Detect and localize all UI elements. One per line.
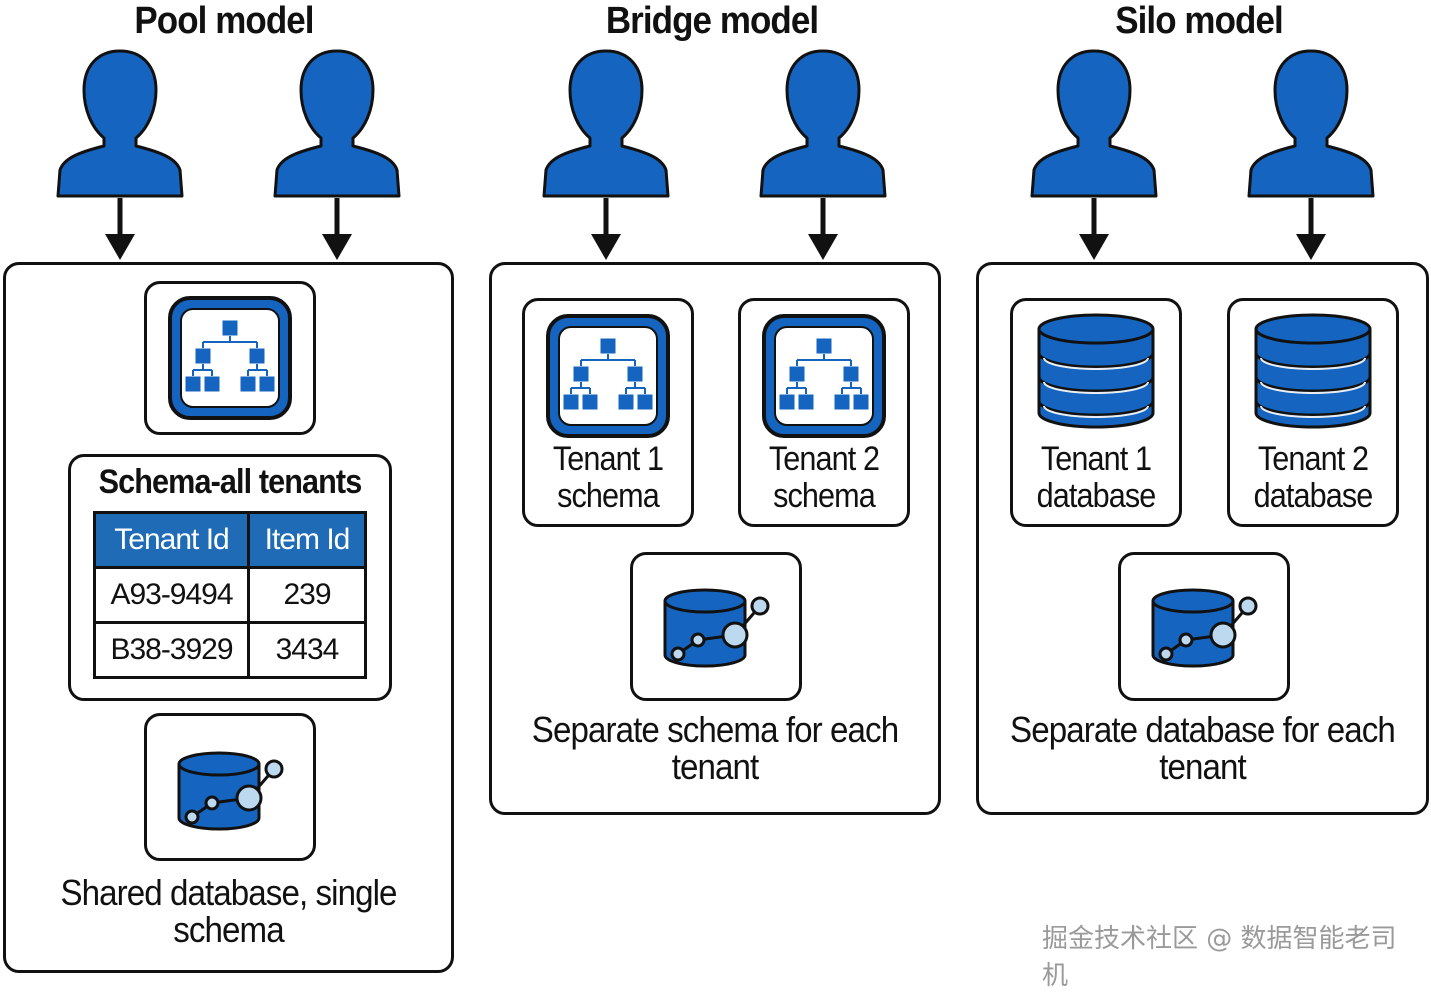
- shared-schema-box: [144, 281, 316, 435]
- tenant1-database-line1: Tenant 1: [1040, 440, 1152, 478]
- user-icon: [542, 49, 670, 198]
- table-cell: B38-3929: [93, 621, 250, 679]
- tenant2-schema-line1: Tenant 2: [768, 440, 880, 478]
- pool-model-title: Pool model: [134, 0, 314, 42]
- table-row: A93-9494 239: [93, 566, 367, 624]
- tenant1-schema-line2: schema: [557, 477, 660, 515]
- silo-caption-line2: tenant: [1159, 746, 1246, 787]
- silo-caption-line1: Separate database for each: [1010, 709, 1396, 750]
- silo-model-title: Silo model: [1115, 0, 1283, 42]
- pool-model-panel: Schema-all tenants Tenant Id Item Id A93…: [3, 262, 454, 973]
- database-graph-icon: [177, 751, 284, 831]
- silo-database-box: [1118, 552, 1290, 701]
- pool-caption-line2: schema: [173, 909, 284, 950]
- table-cell: 239: [247, 566, 367, 624]
- table-header-row: Tenant Id Item Id: [93, 511, 367, 569]
- table-header-item-id: Item Id: [247, 511, 367, 569]
- bridge-model-title: Bridge model: [605, 0, 819, 42]
- tenant1-schema-line1: Tenant 1: [552, 440, 664, 478]
- schema-hierarchy-icon: [168, 296, 292, 420]
- arrow-down-icon: [1079, 198, 1109, 260]
- tenant2-schema-label: Tenant 2 schema: [749, 441, 898, 515]
- user-icon: [1030, 49, 1158, 198]
- tenant2-database-line1: Tenant 2: [1257, 440, 1369, 478]
- user-icon: [56, 49, 184, 198]
- tenant1-database-line2: database: [1036, 477, 1157, 515]
- arrow-down-icon: [591, 198, 621, 260]
- tenant1-database-box: Tenant 1 database: [1010, 298, 1182, 527]
- arrow-down-icon: [105, 198, 135, 260]
- bridge-caption-line2: tenant: [671, 746, 759, 787]
- table-cell: 3434: [247, 621, 367, 679]
- bridge-database-box: [630, 552, 802, 701]
- shared-database-box: [144, 713, 316, 861]
- silo-model-panel: Tenant 1 database Tenant 2 database Sepa…: [976, 262, 1429, 815]
- database-graph-icon: [663, 588, 770, 668]
- bridge-caption-line1: Separate schema for each: [531, 709, 899, 750]
- pool-caption-line1: Shared database, single: [60, 872, 397, 913]
- schema-all-tenants-box: Schema-all tenants Tenant Id Item Id A93…: [68, 454, 392, 701]
- arrow-down-icon: [322, 198, 352, 260]
- table-row: B38-3929 3434: [93, 621, 367, 679]
- bridge-caption: Separate schema for each tenant: [510, 711, 920, 785]
- database-graph-icon: [1151, 588, 1258, 668]
- tenant2-schema-line2: schema: [773, 477, 876, 515]
- schema-hierarchy-icon: [546, 314, 670, 438]
- silo-caption: Separate database for each tenant: [997, 711, 1408, 785]
- schema-hierarchy-icon: [762, 314, 886, 438]
- user-icon: [759, 49, 887, 198]
- user-icon: [273, 49, 401, 198]
- database-stack-icon: [1254, 313, 1372, 429]
- arrow-down-icon: [808, 198, 838, 260]
- table-header-tenant-id: Tenant Id: [93, 511, 250, 569]
- arrow-down-icon: [1296, 198, 1326, 260]
- tenant2-database-line2: database: [1253, 477, 1374, 515]
- tenant-items-table: Tenant Id Item Id A93-9494 239 B38-3929 …: [93, 511, 367, 679]
- tenant1-schema-label: Tenant 1 schema: [533, 441, 682, 515]
- schema-table-title: Schema-all tenants: [98, 463, 363, 501]
- user-icon: [1247, 49, 1375, 198]
- watermark-text: 掘金技术社区 @ 数据智能老司机: [1042, 924, 1397, 991]
- table-cell: A93-9494: [93, 566, 250, 624]
- pool-caption: Shared database, single schema: [24, 874, 433, 948]
- tenant2-schema-box: Tenant 2 schema: [738, 298, 910, 527]
- tenant2-database-box: Tenant 2 database: [1227, 298, 1399, 527]
- tenant2-database-label: Tenant 2 database: [1238, 441, 1387, 515]
- tenant1-schema-box: Tenant 1 schema: [522, 298, 694, 527]
- bridge-model-panel: Tenant 1 schema Tenant 2 schema Separate…: [489, 262, 941, 815]
- tenant1-database-label: Tenant 1 database: [1021, 441, 1170, 515]
- database-stack-icon: [1037, 313, 1155, 429]
